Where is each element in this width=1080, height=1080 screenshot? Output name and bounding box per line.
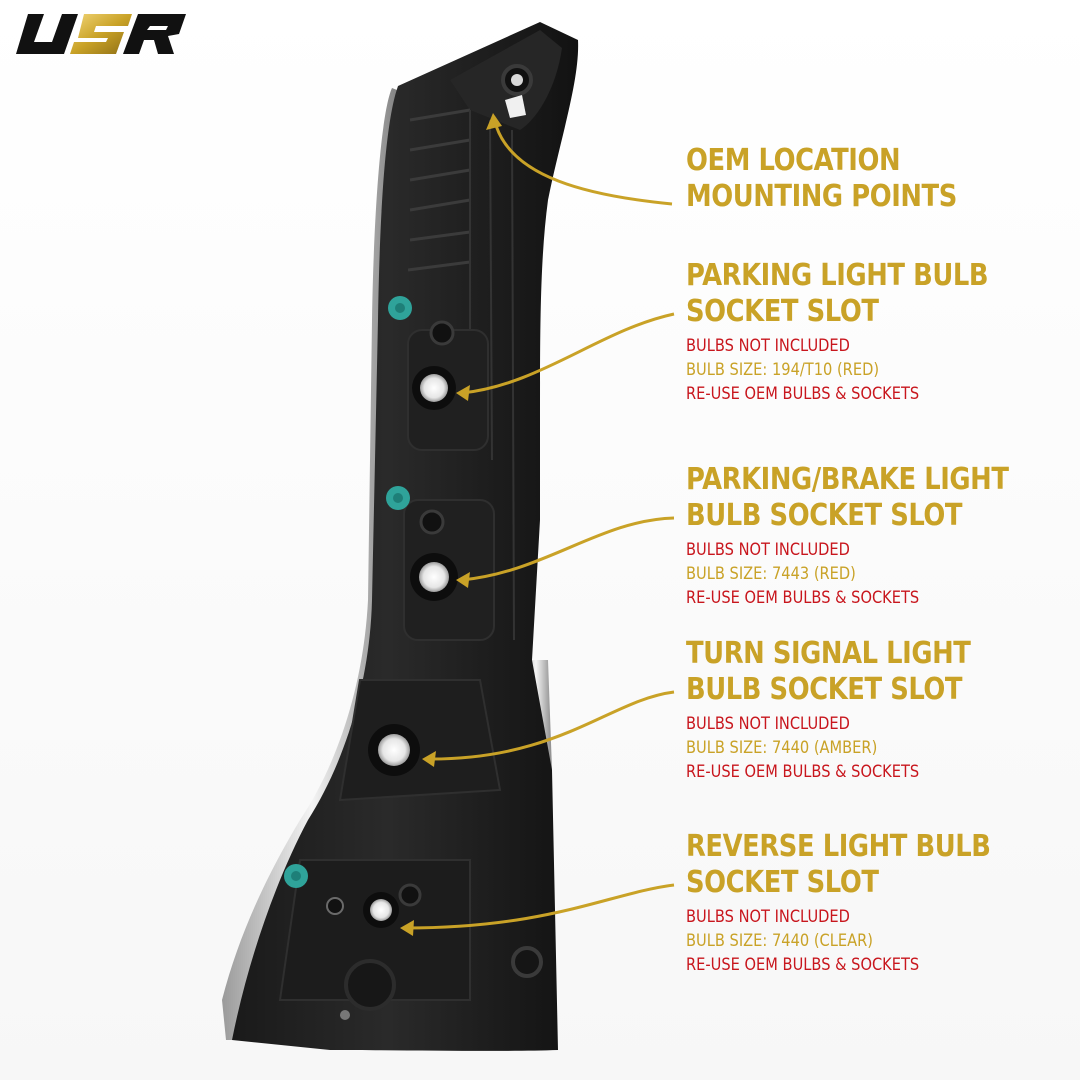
- note-bulbs-not-included: BULBS NOT INCLUDED: [686, 907, 850, 927]
- note-bulb-size: BULB SIZE: 7443 (RED): [686, 564, 856, 584]
- note-reuse-oem: RE-USE OEM BULBS & SOCKETS: [686, 762, 920, 782]
- ribbing-upper: [407, 108, 471, 272]
- mounting-clip-3: [284, 864, 308, 888]
- note-bulb-size: BULB SIZE: 194/T10 (RED): [686, 360, 880, 380]
- callout-turn-signal-light: TURN SIGNAL LIGHT BULB SOCKET SLOT BULBS…: [686, 636, 1066, 784]
- note-bulbs-not-included: BULBS NOT INCLUDED: [686, 336, 850, 356]
- note-reuse-oem: RE-USE OEM BULBS & SOCKETS: [686, 955, 920, 975]
- note-bulb-size: BULB SIZE: 7440 (AMBER): [686, 738, 878, 758]
- callout-title: TURN SIGNAL LIGHT BULB SOCKET SLOT: [686, 636, 971, 707]
- callout-title: PARKING/BRAKE LIGHT BULB SOCKET SLOT: [686, 462, 1009, 533]
- panel-lower: [338, 679, 502, 802]
- socket-hole-parking: [412, 366, 456, 410]
- note-bulb-size: BULB SIZE: 7440 (CLEAR): [686, 931, 873, 951]
- mounting-clip-2: [386, 486, 410, 510]
- socket-hole-parking-brake: [410, 553, 458, 601]
- socket-hole-turn-signal: [368, 724, 420, 776]
- note-reuse-oem: RE-USE OEM BULBS & SOCKETS: [686, 588, 920, 608]
- usr-logo: [16, 14, 186, 54]
- callout-mounting-points: OEM LOCATION MOUNTING POINTS: [686, 143, 1066, 215]
- callout-title: PARKING LIGHT BULB SOCKET SLOT: [686, 258, 989, 329]
- callout-title: REVERSE LIGHT BULB SOCKET SLOT: [686, 829, 991, 900]
- callout-parking-light: PARKING LIGHT BULB SOCKET SLOT BULBS NOT…: [686, 258, 1066, 406]
- note-bulbs-not-included: BULBS NOT INCLUDED: [686, 714, 850, 734]
- note-bulbs-not-included: BULBS NOT INCLUDED: [686, 540, 850, 560]
- callout-title: OEM LOCATION MOUNTING POINTS: [686, 143, 957, 214]
- callout-reverse-light: REVERSE LIGHT BULB SOCKET SLOT BULBS NOT…: [686, 829, 1066, 977]
- note-reuse-oem: RE-USE OEM BULBS & SOCKETS: [686, 384, 920, 404]
- mounting-clip-1: [388, 296, 412, 320]
- socket-hole-reverse: [363, 892, 399, 928]
- callout-parking-brake-light: PARKING/BRAKE LIGHT BULB SOCKET SLOT BUL…: [686, 462, 1066, 610]
